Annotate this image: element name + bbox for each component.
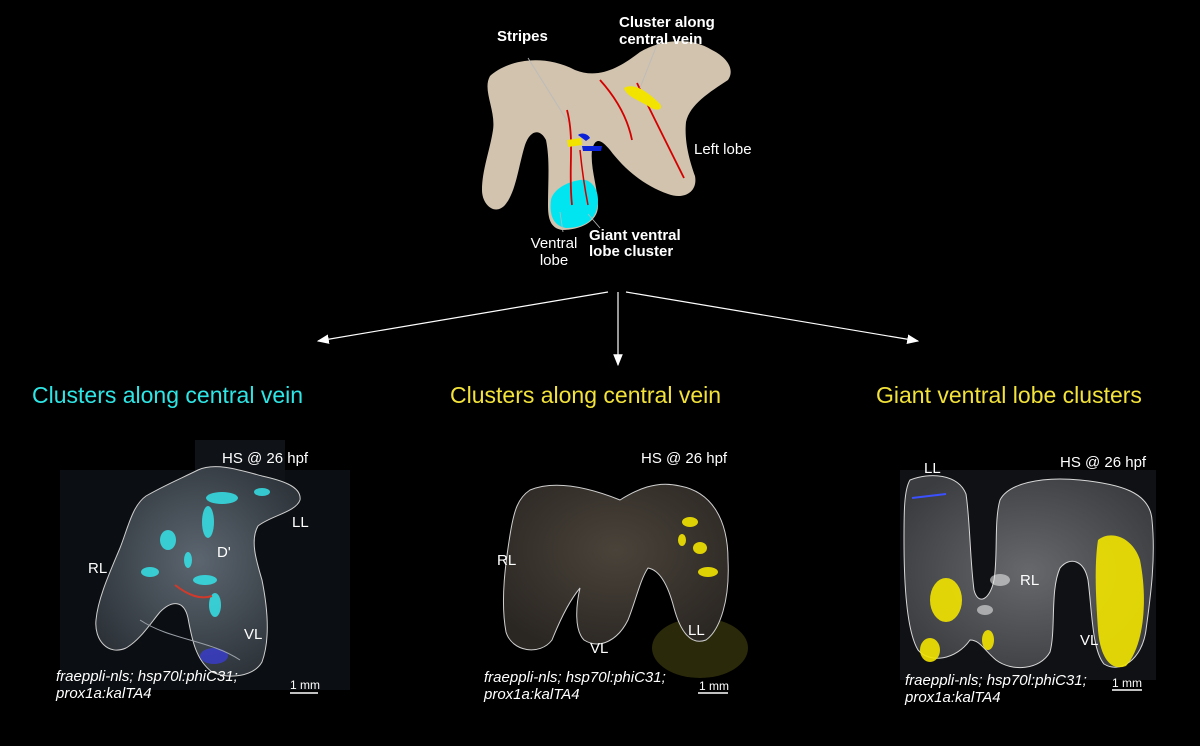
panel-3-caption-line1: fraeppli-nls; hsp70l:phiC31; <box>905 672 1087 689</box>
label-ventral-line1: Ventral <box>530 235 578 252</box>
panel-1-hs-label: HS @ 26 hpf <box>222 450 309 467</box>
background-glow <box>652 618 748 678</box>
label-ventral-lobe: Ventral lobe <box>526 235 582 269</box>
cyan-signal <box>141 488 270 617</box>
panel-2-caption-line1: fraeppli-nls; hsp70l:phiC31; <box>484 669 666 686</box>
label-cluster-line1: Cluster along <box>619 14 715 31</box>
panel-1-caption: fraeppli-nls; hsp70l:phiC31; prox1a:kalT… <box>56 668 238 702</box>
blue-signal <box>200 648 228 664</box>
label-cluster-line2: central vein <box>619 31 703 48</box>
panel-2-hs-label: HS @ 26 hpf <box>641 450 728 467</box>
leader-line <box>639 41 659 89</box>
yellow-signal <box>920 535 1144 668</box>
leader-line <box>527 57 569 123</box>
yellow-cluster <box>624 86 662 110</box>
panel-2-lobe-rl: RL <box>497 552 517 569</box>
micrograph-2 <box>502 483 748 694</box>
leader-line <box>559 211 564 233</box>
panel-1-lobe-ll: LL <box>292 514 309 531</box>
panel-3-heading: Giant ventral lobe clusters <box>876 382 1142 408</box>
vein-line <box>566 109 573 206</box>
blue-stripe <box>578 133 590 141</box>
panel-3-lobe-vl: VL <box>1080 632 1099 649</box>
panel-1-caption-line2: prox1a:kalTA4 <box>56 685 152 702</box>
panel-2-scale-label: 1 mm <box>699 679 729 693</box>
label-ventral-line2: lobe <box>539 252 569 269</box>
arrow-left <box>316 291 609 344</box>
panel-1-scale-label: 1 mm <box>290 678 320 692</box>
panel-1-lobe-rl: RL <box>88 560 108 577</box>
micrograph-3 <box>900 470 1156 691</box>
vein-line <box>599 79 633 141</box>
tissue-outline <box>903 475 1154 669</box>
tissue-outline <box>502 483 729 651</box>
liver-schematic <box>482 41 731 233</box>
arrow-right <box>625 291 920 344</box>
panel-2-heading: Clusters along central vein <box>450 382 722 408</box>
panel-1-caption-line1: fraeppli-nls; hsp70l:phiC31; <box>56 668 238 685</box>
yellow-signal <box>678 517 718 577</box>
white-signal <box>977 574 1010 615</box>
panel-2-lobe-ll: LL <box>688 622 705 639</box>
panel-3-caption-line2: prox1a:kalTA4 <box>905 689 1001 706</box>
panel-2-lobe-vl: VL <box>590 640 609 657</box>
leader-line <box>587 213 601 229</box>
panel-1-lobe-vl: VL <box>244 626 263 643</box>
vein-line <box>579 149 589 206</box>
blue-stripe <box>582 146 602 151</box>
panel-3-scale-label: 1 mm <box>1112 676 1142 690</box>
label-stripes: Stripes <box>497 28 548 45</box>
label-giant-line2: lobe cluster <box>589 243 674 260</box>
tissue-outline-inner <box>139 619 241 661</box>
panel-1-lobe-d: D' <box>217 544 231 561</box>
panel-3-lobe-rl: RL <box>1020 572 1040 589</box>
blue-signal <box>911 493 947 499</box>
panel-3-hs-label: HS @ 26 hpf <box>1060 454 1147 471</box>
label-giant-ventral-cluster: Giant ventral lobe cluster <box>589 228 681 260</box>
branch-arrows <box>316 291 920 367</box>
panel-1-heading: Clusters along central vein <box>32 382 304 408</box>
label-cluster-central-vein: Cluster along central vein <box>619 14 715 48</box>
micrograph-1 <box>60 440 350 694</box>
yellow-cluster <box>567 138 582 147</box>
label-giant-line1: Giant ventral <box>589 227 681 244</box>
panel-3-lobe-ll: LL <box>924 460 941 477</box>
panel-2-caption-line2: prox1a:kalTA4 <box>484 686 580 703</box>
panel-3-caption: fraeppli-nls; hsp70l:phiC31; prox1a:kalT… <box>905 672 1087 706</box>
red-signal <box>174 584 213 599</box>
label-left-lobe: Left lobe <box>694 141 752 158</box>
liver-shape <box>482 41 731 230</box>
panel-2-caption: fraeppli-nls; hsp70l:phiC31; prox1a:kalT… <box>484 669 666 703</box>
